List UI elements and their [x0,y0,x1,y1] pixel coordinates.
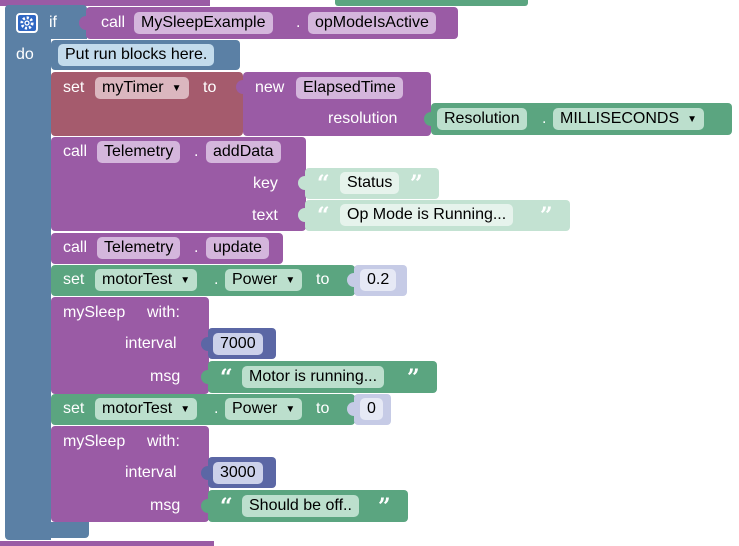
dropdown-arrow-icon: ▼ [180,404,191,415]
power-connector [347,402,354,416]
motor-dropdown[interactable]: motorTest ▼ [95,398,198,420]
property-name: Power [232,400,278,417]
elapsed-time-class-field[interactable]: ElapsedTime [296,77,403,99]
with-keyword: with: [147,433,180,450]
close-quote-icon: ” [410,171,423,197]
if-keyword: if [49,14,57,31]
dot-separator: . [194,239,199,256]
with-keyword: with: [147,304,180,321]
interval-connector [201,466,208,480]
gear-icon[interactable] [16,13,38,33]
adddata-method-field[interactable]: addData [206,141,281,163]
timer-variable-label: myTimer [102,79,164,96]
mysleep-name: mySleep [63,304,126,321]
dropdown-arrow-icon: ▼ [285,404,296,415]
interval-label: interval [125,335,177,352]
motor-dropdown[interactable]: motorTest ▼ [95,269,198,291]
dot-separator: . [214,271,219,288]
set-keyword: set [63,79,85,96]
to-keyword: to [203,79,217,96]
dropdown-arrow-icon: ▼ [180,275,191,286]
key-value-field[interactable]: Status [340,172,400,194]
to-keyword: to [316,400,330,417]
dropdown-arrow-icon: ▼ [687,114,698,125]
do-keyword: do [16,46,34,63]
mysleep-name: mySleep [63,433,126,450]
resolution-label: resolution [328,110,398,127]
mysleep-block[interactable] [51,426,209,522]
resolution-class-field[interactable]: Resolution [437,108,527,130]
power-value-field[interactable]: 0 [360,398,383,420]
interval-connector [201,337,208,351]
class-name-field[interactable]: MySleepExample [134,12,273,34]
resolution-connector [424,112,431,126]
msg-connector [201,370,208,384]
dot-separator: . [296,14,301,31]
new-keyword: new [255,79,285,96]
open-quote-icon: “ [220,365,233,391]
text-connector [298,208,305,222]
property-dropdown[interactable]: Power ▼ [225,398,303,420]
telemetry-object-field[interactable]: Telemetry [97,141,181,163]
key-label: key [253,175,278,192]
method-name-field[interactable]: opModeIsActive [308,12,436,34]
enum-dot: . [542,110,547,127]
text-label: text [252,207,278,224]
key-connector [298,176,305,190]
call-keyword: call [101,14,126,31]
property-dropdown[interactable]: Power ▼ [225,269,303,291]
close-quote-icon: ” [378,494,391,520]
condition-connector [79,16,86,30]
msg-connector [201,499,208,513]
mysleep-block[interactable] [51,297,209,394]
dot-separator: . [214,400,219,417]
set-keyword: set [63,400,85,417]
telemetry-object-field[interactable]: Telemetry [97,237,181,259]
update-method-field[interactable]: update [206,237,269,259]
top-partial-block[interactable] [0,0,210,6]
dropdown-arrow-icon: ▼ [285,275,296,286]
close-quote-icon: ” [540,203,553,229]
comment-text[interactable]: Put run blocks here. [58,44,215,66]
msg-label: msg [150,368,181,385]
power-value-field[interactable]: 0.2 [360,269,397,291]
dropdown-arrow-icon: ▼ [171,83,182,94]
timer-variable-field[interactable]: myTimer ▼ [95,77,189,99]
resolution-value-dropdown[interactable]: MILLISECONDS ▼ [553,108,705,130]
text-value-field[interactable]: Op Mode is Running... [340,204,514,226]
top-partial-green-block[interactable] [335,0,528,6]
msg-value-field[interactable]: Motor is running... [242,366,385,388]
property-name: Power [232,271,278,288]
open-quote-icon: “ [220,494,233,520]
power-connector [347,273,354,287]
to-keyword: to [316,271,330,288]
resolution-value: MILLISECONDS [560,110,680,127]
open-quote-icon: “ [317,203,330,229]
interval-label: interval [125,464,177,481]
bottom-partial-block[interactable] [0,541,214,546]
interval-value-field[interactable]: 3000 [213,462,263,484]
interval-value-field[interactable]: 7000 [213,333,263,355]
value-connector [236,80,243,94]
call-keyword: call [63,239,88,256]
dot-separator: . [194,143,199,160]
close-quote-icon: ” [407,365,420,391]
motor-name: motorTest [102,271,173,288]
motor-name: motorTest [102,400,173,417]
if-block-bottom-bar [5,522,89,538]
set-keyword: set [63,271,85,288]
msg-label: msg [150,497,181,514]
msg-value-field[interactable]: Should be off.. [242,495,359,517]
if-do-block[interactable] [5,5,51,540]
call-keyword: call [63,143,88,160]
open-quote-icon: “ [317,171,330,197]
